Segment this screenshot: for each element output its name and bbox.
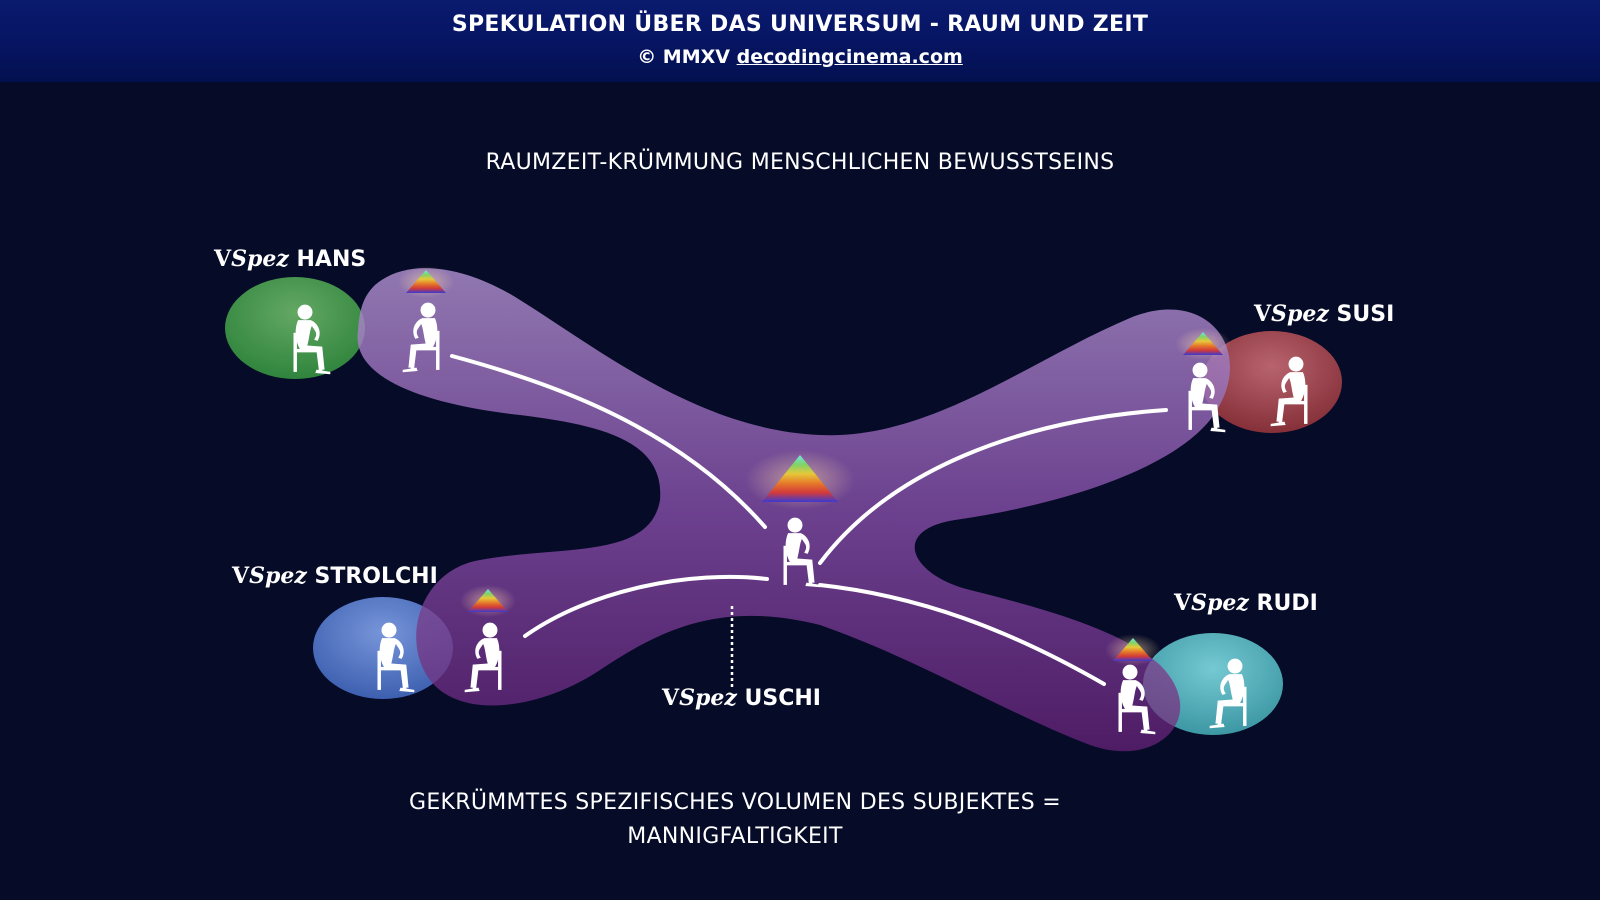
copyright-text: © MMXV bbox=[637, 46, 730, 68]
label-hans: VSpez HANS bbox=[214, 246, 367, 272]
label-rudi: VSpez RUDI bbox=[1174, 590, 1318, 616]
curve-hans bbox=[450, 354, 767, 529]
website-link[interactable]: decodingcinema.com bbox=[736, 46, 963, 68]
footer-line-2: MANNIGFALTIGKEIT bbox=[627, 824, 843, 849]
rainbow-pyramid-icon bbox=[745, 450, 855, 510]
label-uschi: VSpez USCHI bbox=[662, 685, 821, 711]
rainbow-pyramid-icon bbox=[460, 585, 516, 617]
curve-susi bbox=[818, 408, 1168, 565]
hans-vspez-bubble bbox=[225, 277, 365, 379]
header-copyright: © MMXV decodingcinema.com bbox=[0, 46, 1600, 68]
rainbow-pyramid-icon bbox=[398, 266, 454, 298]
label-strolchi: VSpez STROLCHI bbox=[232, 563, 438, 589]
label-susi: VSpez SUSI bbox=[1254, 301, 1395, 327]
header-bar: SPEKULATION ÜBER DAS UNIVERSUM - RAUM UN… bbox=[0, 0, 1600, 82]
rainbow-pyramid-icon bbox=[1105, 634, 1161, 666]
footer-line-1: GEKRÜMMTES SPEZIFISCHES VOLUMEN DES SUBJ… bbox=[408, 790, 1062, 815]
curve-rudi bbox=[818, 583, 1106, 686]
connection-curves bbox=[450, 354, 1168, 686]
header-title: SPEKULATION ÜBER DAS UNIVERSUM - RAUM UN… bbox=[451, 12, 1149, 37]
curve-strolchi bbox=[523, 574, 769, 638]
diagram-title: RAUMZEIT-KRÜMMUNG MENSCHLICHEN BEWUSSTSE… bbox=[485, 150, 1115, 175]
footer-caption: GEKRÜMMTES SPEZIFISCHES VOLUMEN DES SUBJ… bbox=[0, 786, 1470, 854]
rainbow-pyramid-icon bbox=[1175, 328, 1231, 360]
